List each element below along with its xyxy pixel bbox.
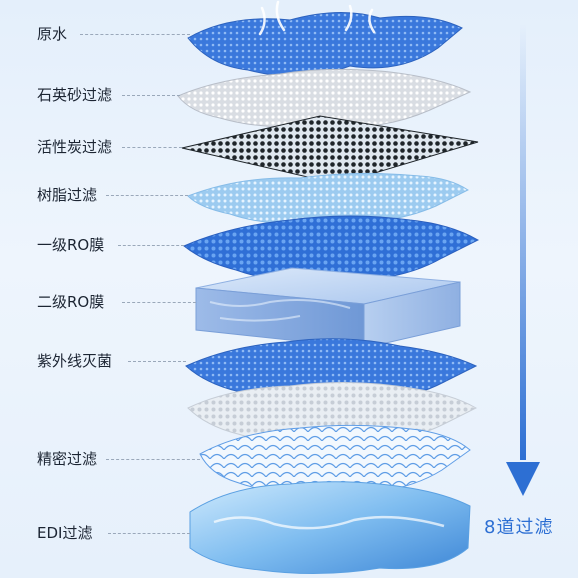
layer-precision-mesh — [199, 424, 471, 495]
label-ro2: 二级RO膜 — [37, 293, 105, 311]
layer-ro2-block — [195, 267, 461, 349]
label-edi: EDI过滤 — [37, 524, 93, 542]
label-activated-carbon: 活性炭过滤 — [37, 138, 113, 156]
label-raw-water: 原水 — [37, 25, 68, 43]
label-ro1: 一级RO膜 — [37, 236, 105, 254]
label-uv: 紫外线灭菌 — [37, 352, 113, 370]
leader-line — [106, 459, 200, 460]
layer-activated-carbon-mesh — [181, 115, 479, 185]
water-splash-icon — [258, 0, 376, 36]
leader-line — [80, 34, 190, 35]
layer-ro1-mesh — [183, 215, 480, 283]
leader-line — [106, 195, 188, 196]
leader-line — [122, 302, 196, 303]
leader-line — [118, 245, 184, 246]
layer-resin-mesh — [187, 172, 469, 225]
label-precision: 精密过滤 — [37, 450, 98, 468]
label-quartz-sand: 石英砂过滤 — [37, 86, 113, 104]
down-arrow-icon — [506, 24, 540, 496]
label-resin: 树脂过滤 — [37, 186, 98, 204]
leader-line — [128, 361, 186, 362]
layer-raw-water-mesh — [187, 12, 463, 77]
layer-quartz-sand-mesh — [177, 68, 472, 128]
layer-edi-ice — [189, 481, 471, 575]
leader-line — [108, 533, 190, 534]
leader-line — [122, 147, 182, 148]
stage-count-label: 8道过滤 — [484, 517, 554, 538]
leader-line — [122, 95, 180, 96]
